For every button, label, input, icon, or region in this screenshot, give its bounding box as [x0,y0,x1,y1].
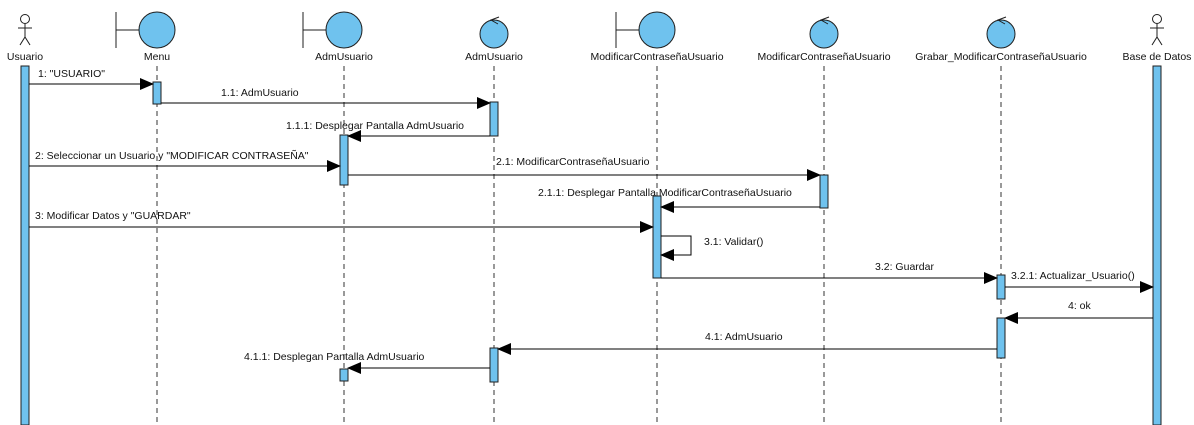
message: 2.1: ModificarContraseñaUsuario [348,156,821,181]
participant-label: Base de Datos [1123,51,1192,63]
control-icon [479,16,509,49]
activation-bar-basedatos [1152,65,1162,425]
participant-label: ModificarContraseñaUsuario [590,51,723,63]
participant-basedatos: Base de Datos [1123,14,1192,63]
message-label: 2.1: ModificarContraseñaUsuario [496,156,650,168]
message-label: 3.2: Guardar [875,261,934,273]
message: 3.2: Guardar [661,261,998,284]
lifelines [156,66,1002,425]
control-icon [809,16,839,49]
message-label: 3.1: Validar() [704,236,763,248]
message-label: 3: Modificar Datos y "GUARDAR" [35,210,191,222]
activation-bar-admusuario-control [489,347,499,383]
participant-usuario: Usuario [7,14,43,63]
message-label: 3.2.1: Actualizar_Usuario() [1011,270,1135,282]
activation-bar-modificar-boundary [652,195,662,279]
participant-label: ModificarContraseñaUsuario [757,51,890,63]
message-label: 2: Seleccionar un Usuario y "MODIFICAR C… [35,149,309,162]
message: 3: Modificar Datos y "GUARDAR" [29,210,654,233]
message-label: 2.1.1: Desplegar Pantalla ModificarContr… [538,187,792,199]
message-label: 4.1: AdmUsuario [705,331,783,343]
actor-icon [1150,14,1164,46]
activation-bar-grabar [996,274,1006,300]
message-self: 3.1: Validar() [660,235,763,261]
message: 1.1.1: Desplegar Pantalla AdmUsuario [286,120,490,142]
activation-bar-admusuario-boundary [339,368,349,382]
activation-bar-admusuario-boundary [339,134,349,186]
messages: 1: "USUARIO" 1.1: AdmUsuario 1.1.1: Desp… [29,68,1154,374]
participant-menu: Menu [115,11,176,63]
participant-admusuario-boundary: AdmUsuario [302,11,373,63]
message: 1: "USUARIO" [29,68,154,90]
message-label: 1.1: AdmUsuario [221,87,299,99]
boundary-icon [615,11,676,49]
participant-modificar-boundary: ModificarContraseñaUsuario [590,11,724,63]
activation-bar-usuario [20,65,30,425]
message: 4: ok [1004,300,1153,324]
participant-label: AdmUsuario [315,51,373,63]
message-label: 4.1.1: Desplegan Pantalla AdmUsuario [244,351,425,363]
control-icon [986,16,1016,49]
activation-bar-admusuario-control [489,101,499,137]
message-label: 4: ok [1068,300,1092,312]
participant-label: Menu [144,51,170,63]
participant-label: AdmUsuario [465,51,523,63]
message-label: 1: "USUARIO" [38,68,105,80]
activation-bar-modificar-control [819,174,829,209]
message: 2: Seleccionar un Usuario y "MODIFICAR C… [29,149,341,172]
message: 2.1.1: Desplegar Pantalla ModificarContr… [538,187,820,213]
participant-modificar-control: ModificarContraseñaUsuario [757,16,891,63]
activation-bars [20,65,1162,425]
activation-bar-menu [152,81,162,105]
message: 4.1: AdmUsuario [497,331,997,355]
message: 3.2.1: Actualizar_Usuario() [1005,270,1154,293]
participant-grabar-control: Grabar_ModificarContraseñaUsuario [915,16,1087,63]
actor-icon [18,14,32,46]
participant-admusuario-control: AdmUsuario [465,16,523,63]
participant-label: Usuario [7,51,43,63]
message-label: 1.1.1: Desplegar Pantalla AdmUsuario [286,120,464,132]
message: 4.1.1: Desplegan Pantalla AdmUsuario [244,351,490,374]
boundary-icon [115,11,176,49]
participant-label: Grabar_ModificarContraseñaUsuario [915,51,1087,63]
activation-bar-grabar [996,317,1006,359]
message: 1.1: AdmUsuario [161,87,491,109]
boundary-icon [302,11,363,49]
